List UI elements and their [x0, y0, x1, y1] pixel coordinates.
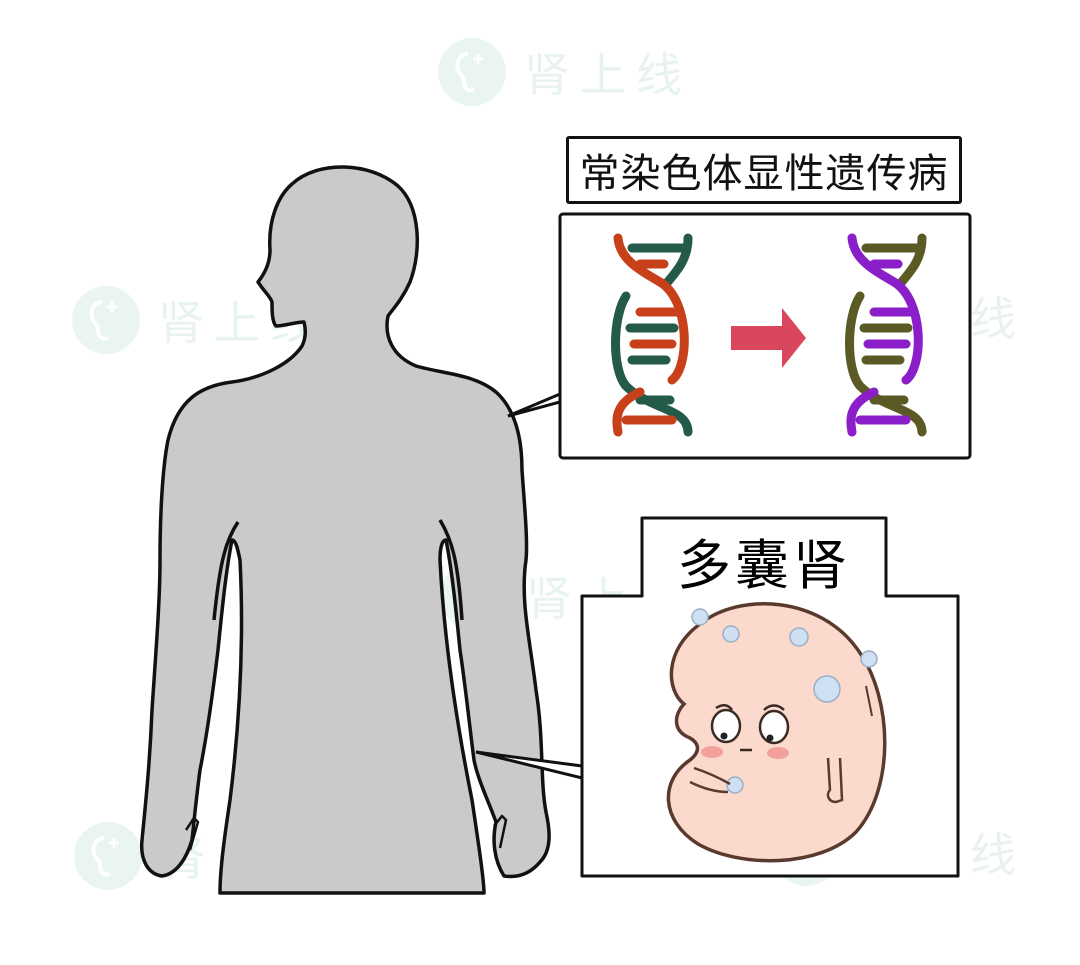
- disease-title: 多囊肾: [677, 533, 851, 597]
- human-silhouette: [139, 165, 551, 895]
- dna-helix-mutated: [845, 233, 927, 437]
- disease-title-wrap: 多囊肾: [642, 524, 886, 597]
- kidney-character: [666, 602, 887, 863]
- dna-helix-original: [611, 233, 693, 437]
- right-arrow-icon: [731, 308, 806, 368]
- callout-pointer-top: [507, 391, 562, 418]
- inheritance-title: 常染色体显性遗传病: [566, 136, 962, 204]
